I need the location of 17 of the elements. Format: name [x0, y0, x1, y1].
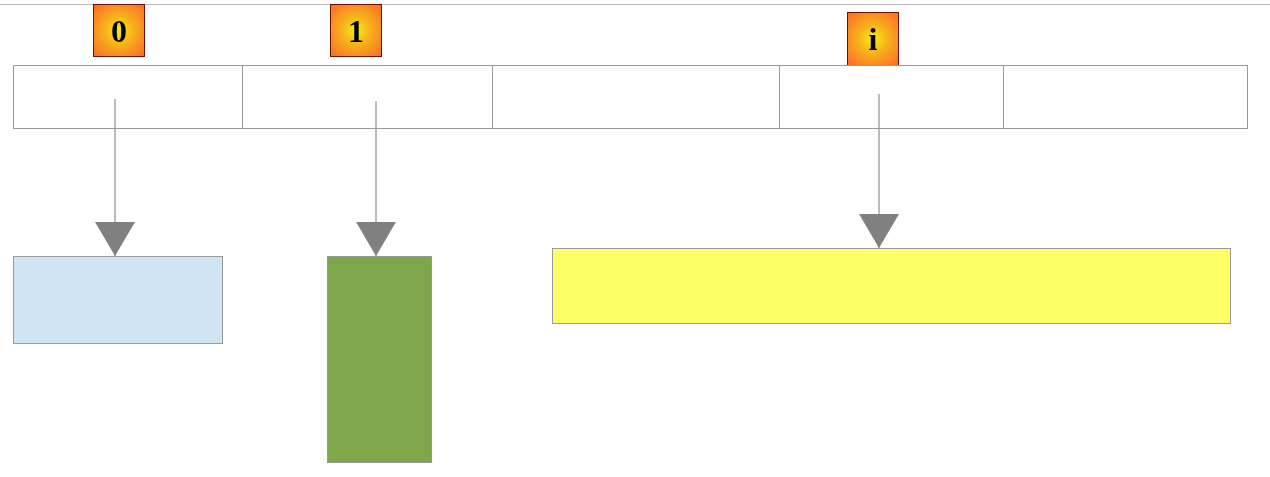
- array-cell: [492, 65, 780, 129]
- arrow: [356, 100, 396, 257]
- array-cell: [779, 65, 1004, 129]
- index-label: 0: [111, 14, 127, 47]
- array-cell: [1003, 65, 1248, 129]
- arrow: [859, 93, 899, 249]
- array-cell: [242, 65, 493, 129]
- memory-block: [552, 248, 1231, 324]
- index-badge: [330, 4, 382, 57]
- memory-block: [327, 256, 432, 463]
- index-label: 1: [348, 14, 364, 47]
- index-badge: [847, 12, 899, 66]
- index-label: i: [868, 23, 878, 55]
- index-badge: [93, 4, 145, 57]
- memory-block: [13, 256, 223, 344]
- array-cell: [13, 65, 243, 129]
- arrow: [95, 98, 135, 257]
